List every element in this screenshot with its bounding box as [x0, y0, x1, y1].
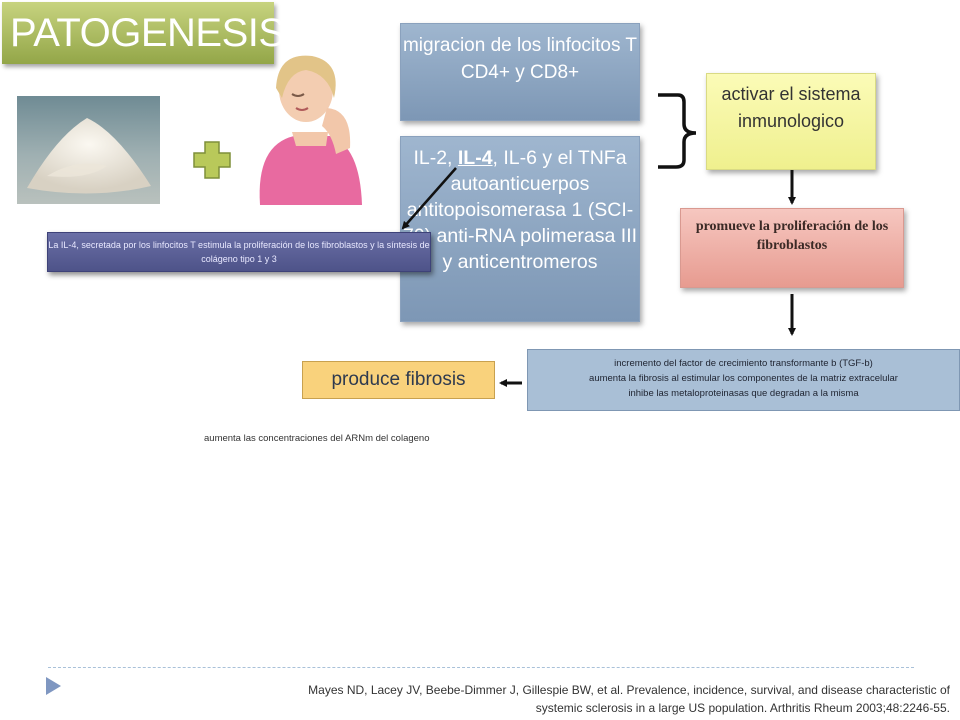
tgf-line-2: aumenta la fibrosis al estimular los com…	[589, 373, 898, 384]
reference-line-2: systemic sclerosis in a large US populat…	[535, 701, 950, 715]
arrow-il4-to-note	[401, 167, 457, 230]
reference-line-1: Mayes ND, Lacey JV, Beebe-Dimmer J, Gill…	[308, 683, 950, 697]
tgf-beta-box: incremento del factor de crecimiento tra…	[527, 349, 960, 411]
powder-image	[17, 96, 160, 204]
tgf-line-3: inhibe las metaloproteinasas que degrada…	[628, 388, 859, 399]
footer-divider	[48, 667, 914, 668]
woman-neck-pain-image	[259, 55, 362, 205]
fibroblast-proliferation-box: promueve la proliferación de los fibrobl…	[680, 208, 904, 288]
slide-title: PATOGENESIS	[2, 2, 285, 64]
reference-citation: Mayes ND, Lacey JV, Beebe-Dimmer J, Gill…	[232, 681, 950, 717]
plus-icon	[193, 141, 231, 179]
produce-fibrosis-box: produce fibrosis	[302, 361, 495, 399]
cytokines-autoantibodies-box: IL-2, IL-4, IL-6 y el TNFa autoanticuerp…	[400, 136, 640, 322]
arnm-note: aumenta las concentraciones del ARNm del…	[204, 433, 430, 444]
brace-icon	[658, 93, 697, 169]
tgf-line-1: incremento del factor de crecimiento tra…	[614, 358, 873, 369]
lymphocyte-migration-box: migracion de los linfocitos T CD4+ y CD8…	[400, 23, 640, 121]
cytokines-text-1: IL-2,	[413, 147, 458, 169]
il4-highlight: IL-4	[457, 147, 493, 169]
activate-immune-system-box: activar el sistema inmunologico	[706, 73, 876, 170]
il4-note-box: La IL-4, secretada por los linfocitos T …	[47, 232, 431, 272]
bullet-triangle-icon	[46, 677, 61, 695]
cytokines-text-2: , IL-6 y el TNFa autoanticuerpos antitop…	[402, 147, 638, 273]
